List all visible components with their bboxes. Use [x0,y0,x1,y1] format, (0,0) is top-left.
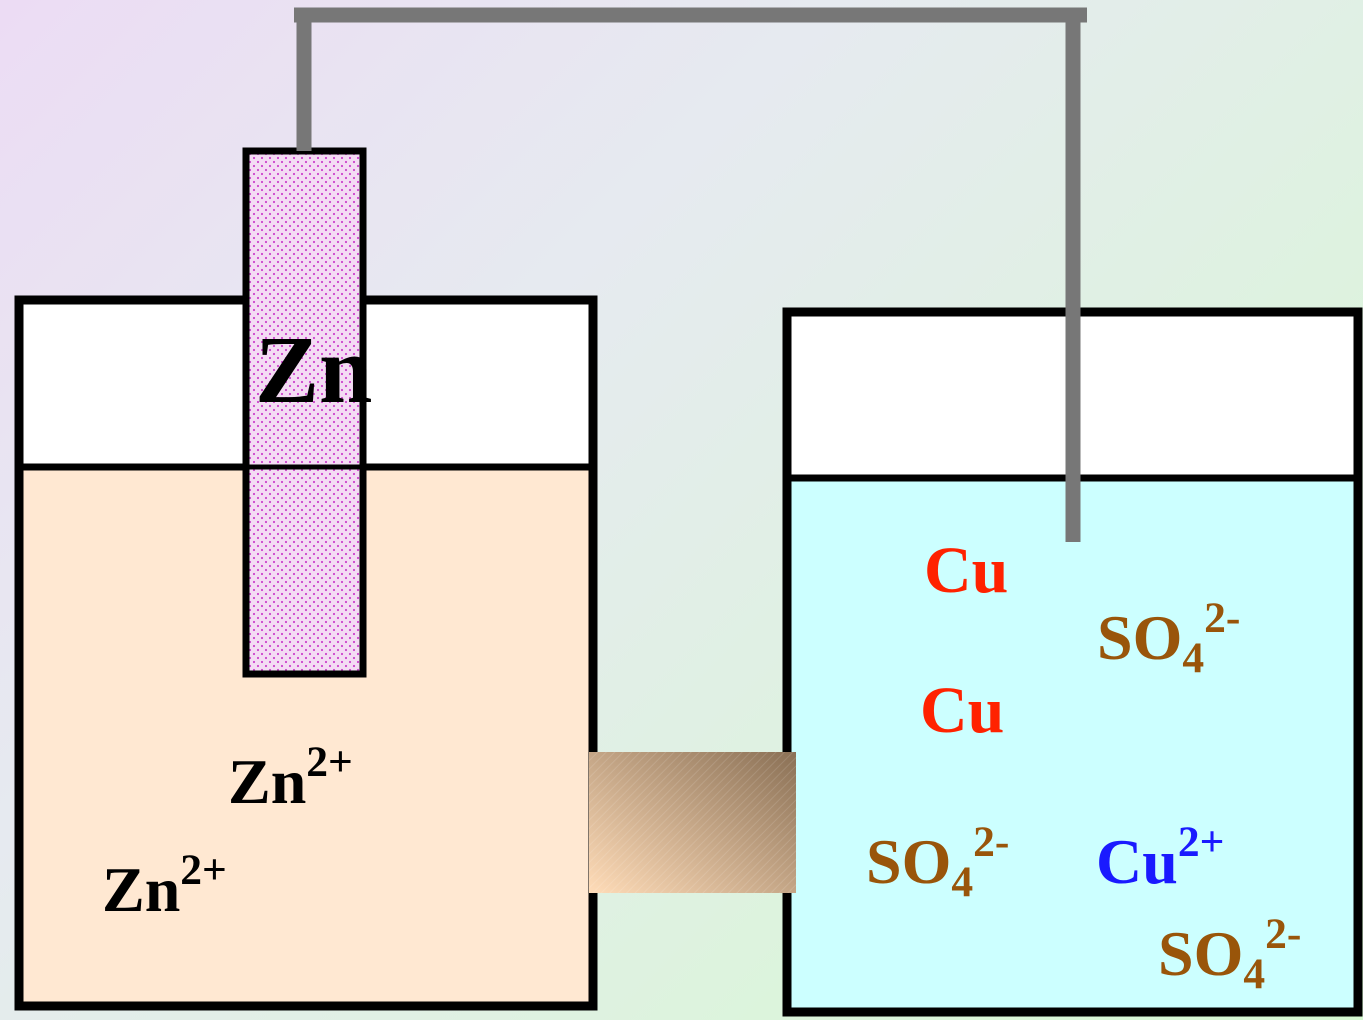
sulfate-symbol: SO [1158,918,1244,989]
sulfate-subscript: 4 [1182,634,1205,683]
copper-atom-label-1: Cu [924,534,1009,607]
salt-bridge [589,752,796,893]
sulfate-symbol: SO [1097,602,1183,673]
zinc-electrode [242,147,367,678]
sulfate-charge: 2- [1204,594,1241,643]
zinc-ion-label-1: Zn2+ [228,740,353,814]
zinc-ion-label-2: Zn2+ [102,848,227,922]
zinc-ion-symbol: Zn [102,854,181,925]
zinc-ion-symbol: Zn [228,746,307,817]
copper-ion-charge: 2+ [1177,818,1225,867]
sulfate-subscript: 4 [951,858,974,907]
sulfate-subscript: 4 [1243,950,1266,999]
copper-ion-label: Cu2+ [1096,820,1224,894]
sulfate-ion-label-2: SO42- [866,820,1009,904]
salt-bridge-texture [589,752,796,893]
copper-beaker [782,307,1363,1017]
sulfate-charge: 2- [1265,910,1302,959]
zinc-electrode-label: Zn [255,316,373,423]
copper-atom-label-2: Cu [920,674,1005,747]
zinc-ion-charge: 2+ [306,738,353,787]
zinc-ion-charge: 2+ [180,846,227,895]
copper-ion-symbol: Cu [1096,826,1178,897]
sulfate-ion-label-3: SO42- [1158,912,1301,996]
copper-sulfate-solution [787,478,1358,1012]
sulfate-symbol: SO [866,826,952,897]
sulfate-charge: 2- [973,818,1010,867]
sulfate-ion-label-1: SO42- [1097,596,1240,680]
